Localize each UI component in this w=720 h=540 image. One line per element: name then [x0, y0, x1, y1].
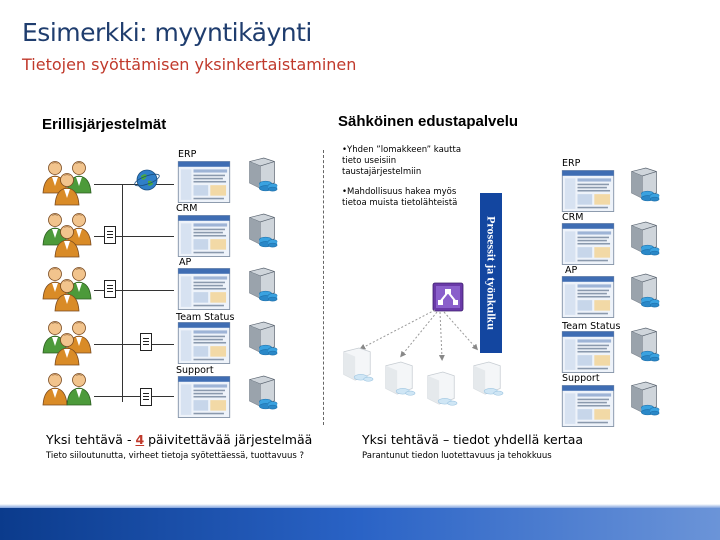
right-caption: Yksi tehtävä – tiedot yhdellä kertaa [362, 432, 584, 447]
left-caption: Yksi tehtävä - 4 päivitettävää järjestel… [46, 432, 312, 447]
screenshot-thumbnail-icon [176, 215, 232, 257]
screenshot-thumbnail-icon [176, 268, 232, 310]
server-icon [628, 326, 660, 362]
person-icon [52, 224, 82, 258]
person-icon [64, 372, 94, 406]
connector-line [94, 396, 174, 397]
screenshot-thumbnail-icon [176, 376, 232, 418]
server-icon [424, 370, 458, 408]
connector-line [94, 290, 174, 291]
screenshot-thumbnail-icon [560, 223, 616, 265]
server-icon [628, 220, 660, 256]
connector-line [122, 184, 123, 402]
server-icon [246, 374, 278, 410]
connector-line [94, 184, 174, 185]
server-icon [340, 346, 374, 384]
left-system-label: CRM [176, 203, 198, 214]
server-icon [628, 380, 660, 416]
process-label: Prosessit ja työnkulku [484, 216, 499, 330]
right-system-label: CRM [562, 212, 584, 223]
connector-line [94, 236, 174, 237]
slide-subtitle: Tietojen syöttämisen yksinkertaistaminen [22, 55, 357, 74]
process-bar [480, 193, 502, 353]
right-bullet: •Yhden ”lomakkeen” kautta tieto useisiin… [342, 145, 462, 177]
screenshot-thumbnail-icon [560, 385, 616, 427]
screenshot-thumbnail-icon [560, 331, 616, 373]
right-heading: Sähköinen edustapalvelu [338, 113, 519, 130]
left-heading: Erillisjärjestelmät [42, 116, 167, 133]
left-system-label: Team Status [176, 312, 235, 323]
server-icon [628, 272, 660, 308]
workflow-icon [432, 282, 464, 312]
form-document-icon [104, 226, 116, 244]
server-icon [470, 360, 504, 398]
left-note: Tieto siiloutunutta, virheet tietoja syö… [46, 451, 305, 461]
slide-title: Esimerkki: myyntikäynti [22, 18, 312, 47]
person-icon [52, 172, 82, 206]
divider-line [323, 150, 324, 425]
server-icon [382, 360, 416, 398]
person-icon [52, 278, 82, 312]
person-icon [52, 332, 82, 366]
right-note: Parantunut tiedon luotettavuus ja tehokk… [362, 451, 552, 461]
server-icon [246, 156, 278, 192]
form-document-icon [140, 333, 152, 351]
left-caption-prefix: Yksi tehtävä - [46, 432, 136, 447]
server-icon [246, 320, 278, 356]
right-system-label: Team Status [562, 321, 621, 332]
screenshot-thumbnail-icon [560, 276, 616, 318]
server-icon [246, 266, 278, 302]
form-document-icon [140, 388, 152, 406]
globe-icon [134, 169, 160, 191]
screenshot-thumbnail-icon [560, 170, 616, 212]
screenshot-thumbnail-icon [176, 322, 232, 364]
left-system-label: ERP [178, 149, 197, 160]
right-system-label: Support [562, 373, 600, 384]
form-document-icon [104, 280, 116, 298]
left-caption-number: 4 [135, 432, 145, 447]
workflow-arrows [359, 309, 478, 361]
left-system-label: Support [176, 365, 214, 376]
right-system-label: AP [565, 265, 578, 276]
right-system-label: ERP [562, 158, 581, 169]
left-caption-suffix: päivitettävää järjestelmää [144, 432, 313, 447]
screenshot-thumbnail-icon [176, 161, 232, 203]
server-icon [628, 166, 660, 202]
server-icon [246, 212, 278, 248]
right-bullet: •Mahdollisuus hakea myös tietoa muista t… [342, 187, 458, 208]
footer-band [0, 504, 720, 540]
left-system-label: AP [179, 257, 192, 268]
connector-line [94, 344, 174, 345]
